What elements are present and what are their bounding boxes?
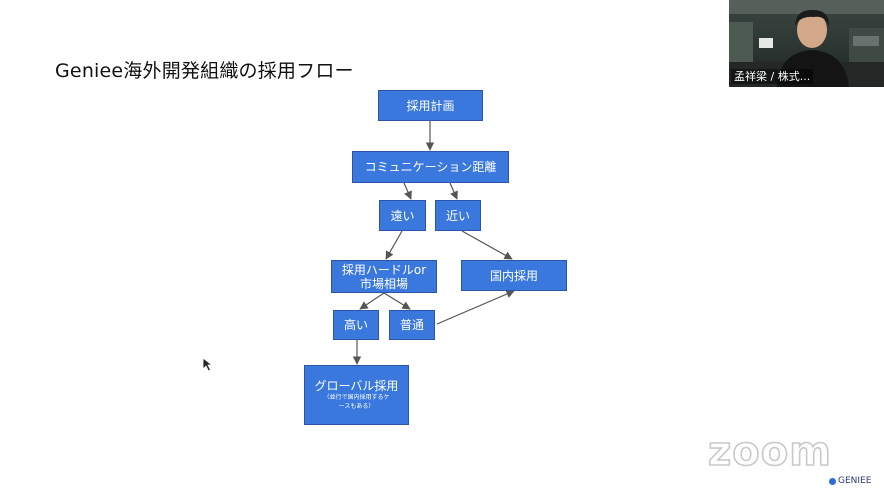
arrow-hurdle-to-normal — [383, 292, 411, 310]
geniee-brand-logo: GENIEE — [829, 476, 871, 486]
node-global-hiring: グローバル採用 （並行で国内採用するケ ースもある） — [304, 365, 409, 425]
arrow-distance-to-near — [449, 182, 458, 200]
node-global-hiring-note-line2: ースもある） — [338, 403, 375, 410]
node-normal-label: 普通 — [399, 318, 424, 332]
arrow-hurdle-to-high — [359, 292, 385, 310]
node-near-label: 近い — [445, 208, 470, 223]
node-near: 近い — [435, 200, 481, 231]
node-normal: 普通 — [389, 310, 435, 340]
slide-title: Geniee海外開発組織の採用フロー — [55, 60, 354, 82]
arrow-normal-to-domestic — [436, 290, 515, 325]
arrow-distance-to-far — [403, 182, 412, 200]
node-far-label: 遠い — [390, 208, 415, 223]
node-domestic-hiring-label: 国内採用 — [489, 268, 538, 283]
node-domestic-hiring: 国内採用 — [461, 260, 567, 291]
node-high: 高い — [333, 310, 379, 340]
zoom-watermark-logo: zoom — [707, 429, 832, 475]
arrow-near-to-domestic — [461, 230, 513, 260]
node-global-hiring-note-line1: （並行で国内採用するケ — [323, 394, 390, 401]
node-high-label: 高い — [343, 318, 368, 332]
node-communication-distance: コミュニケーション距離 — [352, 151, 509, 183]
node-plan-label: 採用計画 — [406, 98, 455, 113]
arrow-far-to-hurdle — [385, 230, 403, 260]
webcam-video-tile[interactable]: 孟祥梁 / 株式... — [729, 0, 884, 87]
webcam-scene — [729, 0, 884, 87]
geniee-brand-text: GENIEE — [838, 476, 872, 486]
node-global-hiring-label: グローバル採用 — [314, 379, 399, 393]
node-communication-distance-label: コミュニケーション距離 — [364, 160, 497, 174]
node-hiring-hurdle-line2: 市場相場 — [359, 276, 408, 291]
node-hiring-hurdle: 採用ハードルor 市場相場 — [331, 260, 437, 293]
node-far: 遠い — [379, 200, 426, 231]
node-hiring-hurdle-line1: 採用ハードルor — [341, 262, 427, 277]
node-plan: 採用計画 — [378, 90, 483, 121]
mouse-cursor-icon — [202, 357, 214, 372]
participant-name-label: 孟祥梁 / 株式... — [731, 69, 814, 84]
geniee-logo-icon — [829, 477, 836, 485]
